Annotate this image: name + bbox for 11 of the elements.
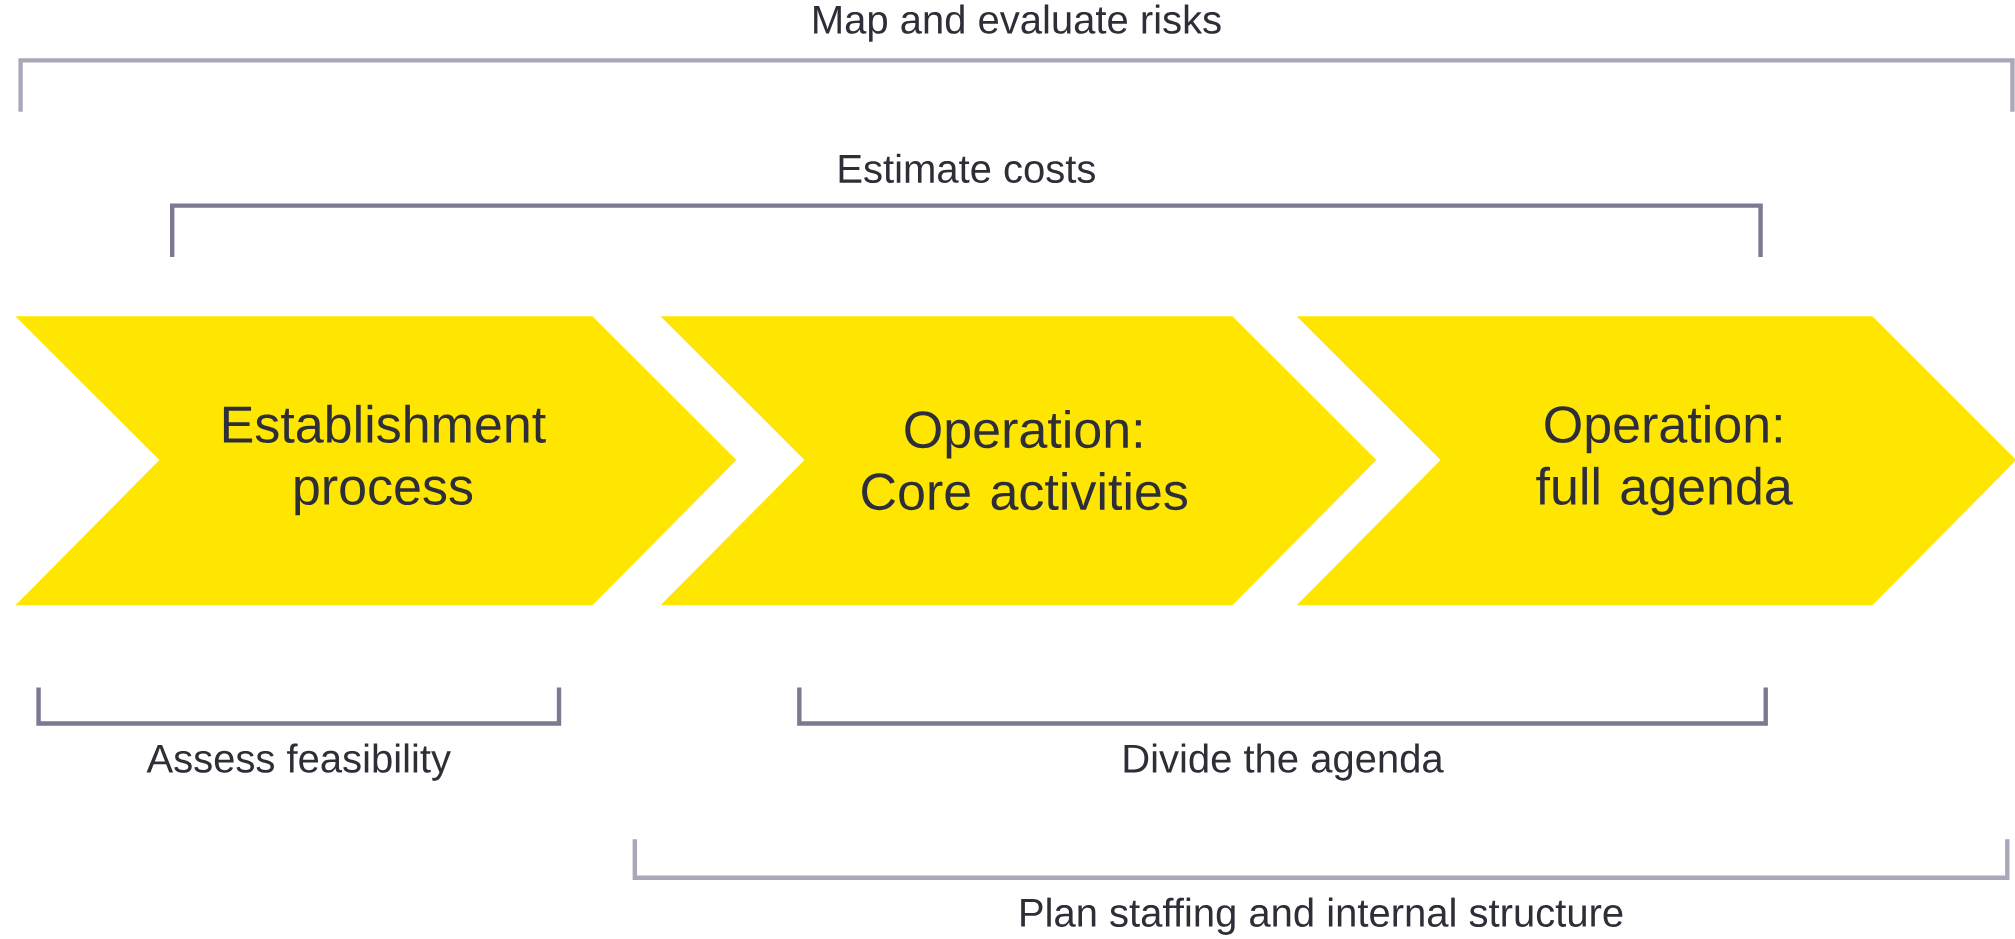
bracket-label: Assess feasibility (146, 743, 451, 781)
process-step: Establishment process (15, 315, 737, 606)
bracket-label: Estimate costs (839, 153, 1095, 183)
node-label: Operation: Core activities (862, 409, 1187, 510)
bracket-label: Map and evaluate risks (814, 4, 1221, 42)
node-label: Establishment process (223, 404, 546, 516)
process-step: Operation: Core activities (660, 315, 1377, 606)
bracket-label: Plan staffing and internal structure (1021, 897, 1623, 935)
bracket-label: Divide the agenda (1124, 743, 1444, 781)
process-step: Operation: full agenda (1296, 315, 2015, 606)
node-label: Operation: full agenda (1536, 404, 1793, 516)
